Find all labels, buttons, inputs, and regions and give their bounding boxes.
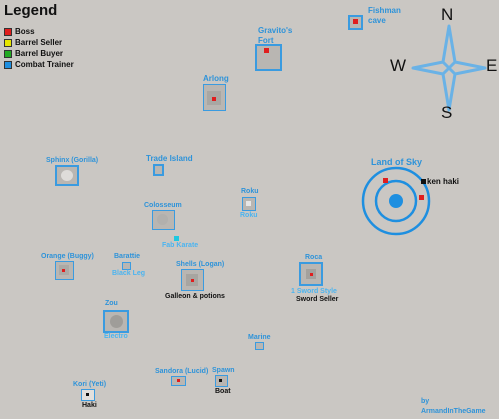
sphinx-label: Sphinx (Gorilla) <box>46 157 99 164</box>
compass-east: E <box>486 56 498 75</box>
haki-label: Haki <box>82 402 97 409</box>
land-of-sky-island[interactable] <box>360 165 435 240</box>
sword-seller-label: Sword Seller <box>296 296 339 303</box>
fab-karate-label: Fab Karate <box>162 242 199 249</box>
boss-marker-icon <box>212 97 216 101</box>
boss-marker-icon <box>419 195 424 200</box>
boss-marker-icon <box>62 269 65 272</box>
roku-island[interactable] <box>242 197 256 211</box>
shells-label: Shells (Logan) <box>176 261 225 268</box>
legend-label: Boss <box>15 27 35 36</box>
galleon-label: Galleon & potions <box>165 293 225 300</box>
boss-swatch-icon <box>4 27 12 36</box>
barrel-buyer-swatch-icon <box>4 49 12 58</box>
arlong-label: Arlong <box>203 74 229 83</box>
colosseum-island[interactable] <box>152 210 175 230</box>
spawn-island[interactable] <box>215 375 228 387</box>
combat-trainer-marker-icon <box>174 236 179 241</box>
marine-island[interactable] <box>255 342 264 350</box>
barrel-seller-swatch-icon <box>4 38 12 47</box>
fishman-cave-label: Fishman cave <box>368 6 401 25</box>
legend-item-boss: Boss <box>4 27 35 36</box>
trade-island-label: Trade Island <box>146 154 193 163</box>
trade-island[interactable] <box>153 164 164 176</box>
shells-island[interactable] <box>181 269 204 291</box>
black-leg-label: Black Leg <box>112 270 146 277</box>
legend-item-barrel-seller: Barrel Seller <box>4 38 62 47</box>
arlong-island[interactable] <box>203 84 226 111</box>
legend-title: Legend <box>4 2 58 19</box>
roca-label: Roca <box>305 254 323 261</box>
legend-label: Barrel Buyer <box>15 49 64 58</box>
roku-label: Roku <box>241 188 259 195</box>
marine-label: Marine <box>248 334 271 341</box>
gravitos-fort-island[interactable] <box>255 44 282 71</box>
boss-marker-icon <box>383 178 388 183</box>
gravitos-fort-label: Gravito's Fort <box>258 26 293 45</box>
land-of-sky-label: Land of Sky <box>371 157 423 167</box>
barattie-island[interactable] <box>122 262 131 270</box>
spawn-marker-icon <box>219 379 222 382</box>
sandora-island[interactable] <box>171 376 186 386</box>
credit-name: ArmandInTheGame <box>421 408 486 415</box>
sword-style-label: 1 Sword Style <box>291 288 337 295</box>
boat-label: Boat <box>215 388 231 395</box>
electro-label: Electro <box>104 333 128 340</box>
kori-island[interactable] <box>81 389 95 401</box>
fishman-cave-island[interactable] <box>348 15 363 30</box>
combat-trainer-swatch-icon <box>4 60 12 69</box>
haki-marker-icon <box>86 393 89 396</box>
boss-marker-icon <box>264 48 269 53</box>
sandora-label: Sandora (Lucid) <box>155 368 209 375</box>
legend-label: Combat Trainer <box>15 60 74 69</box>
compass-south: S <box>441 103 453 122</box>
legend-label: Barrel Seller <box>15 38 63 47</box>
legend-item-combat-trainer: Combat Trainer <box>4 60 74 69</box>
ken-haki-marker-icon <box>421 179 426 184</box>
orange-island[interactable] <box>55 261 74 280</box>
kori-label: Kori (Yeti) <box>73 381 107 388</box>
compass-west: W <box>390 56 407 75</box>
zou-label: Zou <box>105 300 118 307</box>
sphinx-island[interactable] <box>55 165 79 186</box>
ken-haki-label: ken haki <box>427 177 460 186</box>
boss-marker-icon <box>353 19 358 24</box>
boss-marker-icon <box>177 379 180 382</box>
compass-rose-icon <box>411 24 487 112</box>
orange-label: Orange (Buggy) <box>41 253 94 260</box>
legend-item-barrel-buyer: Barrel Buyer <box>4 49 63 58</box>
roca-island[interactable] <box>299 262 323 286</box>
spawn-label: Spawn <box>212 367 235 374</box>
roku-trainer-label: Roku <box>240 212 258 219</box>
compass-north: N <box>441 5 454 24</box>
boss-marker-icon <box>191 279 194 282</box>
zou-island[interactable] <box>103 310 129 333</box>
barattie-label: Barattie <box>114 253 141 260</box>
colosseum-label: Colosseum <box>144 202 182 209</box>
boss-marker-icon <box>310 273 313 276</box>
credit-by: by <box>421 398 430 405</box>
